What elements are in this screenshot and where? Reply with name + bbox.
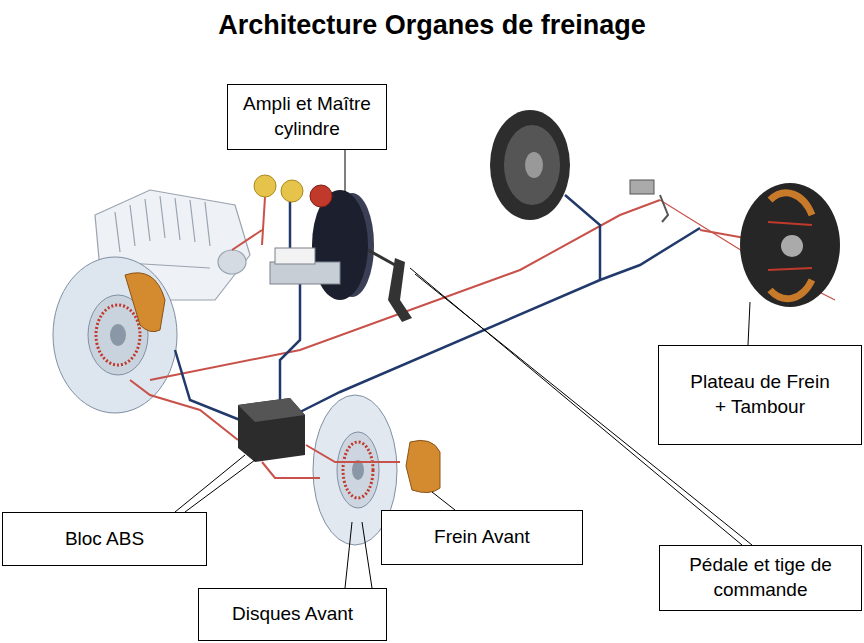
callout-box: Plateau de Frein + Tambour xyxy=(658,345,862,445)
callout-label: Ampli et Maître cylindre xyxy=(236,92,378,141)
callout-box: Ampli et Maître cylindre xyxy=(227,84,387,150)
callout-box: Pédale et tige de commande xyxy=(659,545,862,611)
callout-label: Frein Avant xyxy=(434,525,530,550)
callout-box: Frein Avant xyxy=(381,510,583,565)
diagram-title: Architecture Organes de freinage xyxy=(0,10,864,41)
callout-label: Plateau de Frein + Tambour xyxy=(683,370,838,419)
callout-label: Bloc ABS xyxy=(65,527,144,552)
callout-box: Bloc ABS xyxy=(2,512,207,566)
callout-label: Disques Avant xyxy=(232,602,353,627)
callout-label: Pédale et tige de commande xyxy=(671,553,851,602)
callout-box: Disques Avant xyxy=(198,588,387,641)
